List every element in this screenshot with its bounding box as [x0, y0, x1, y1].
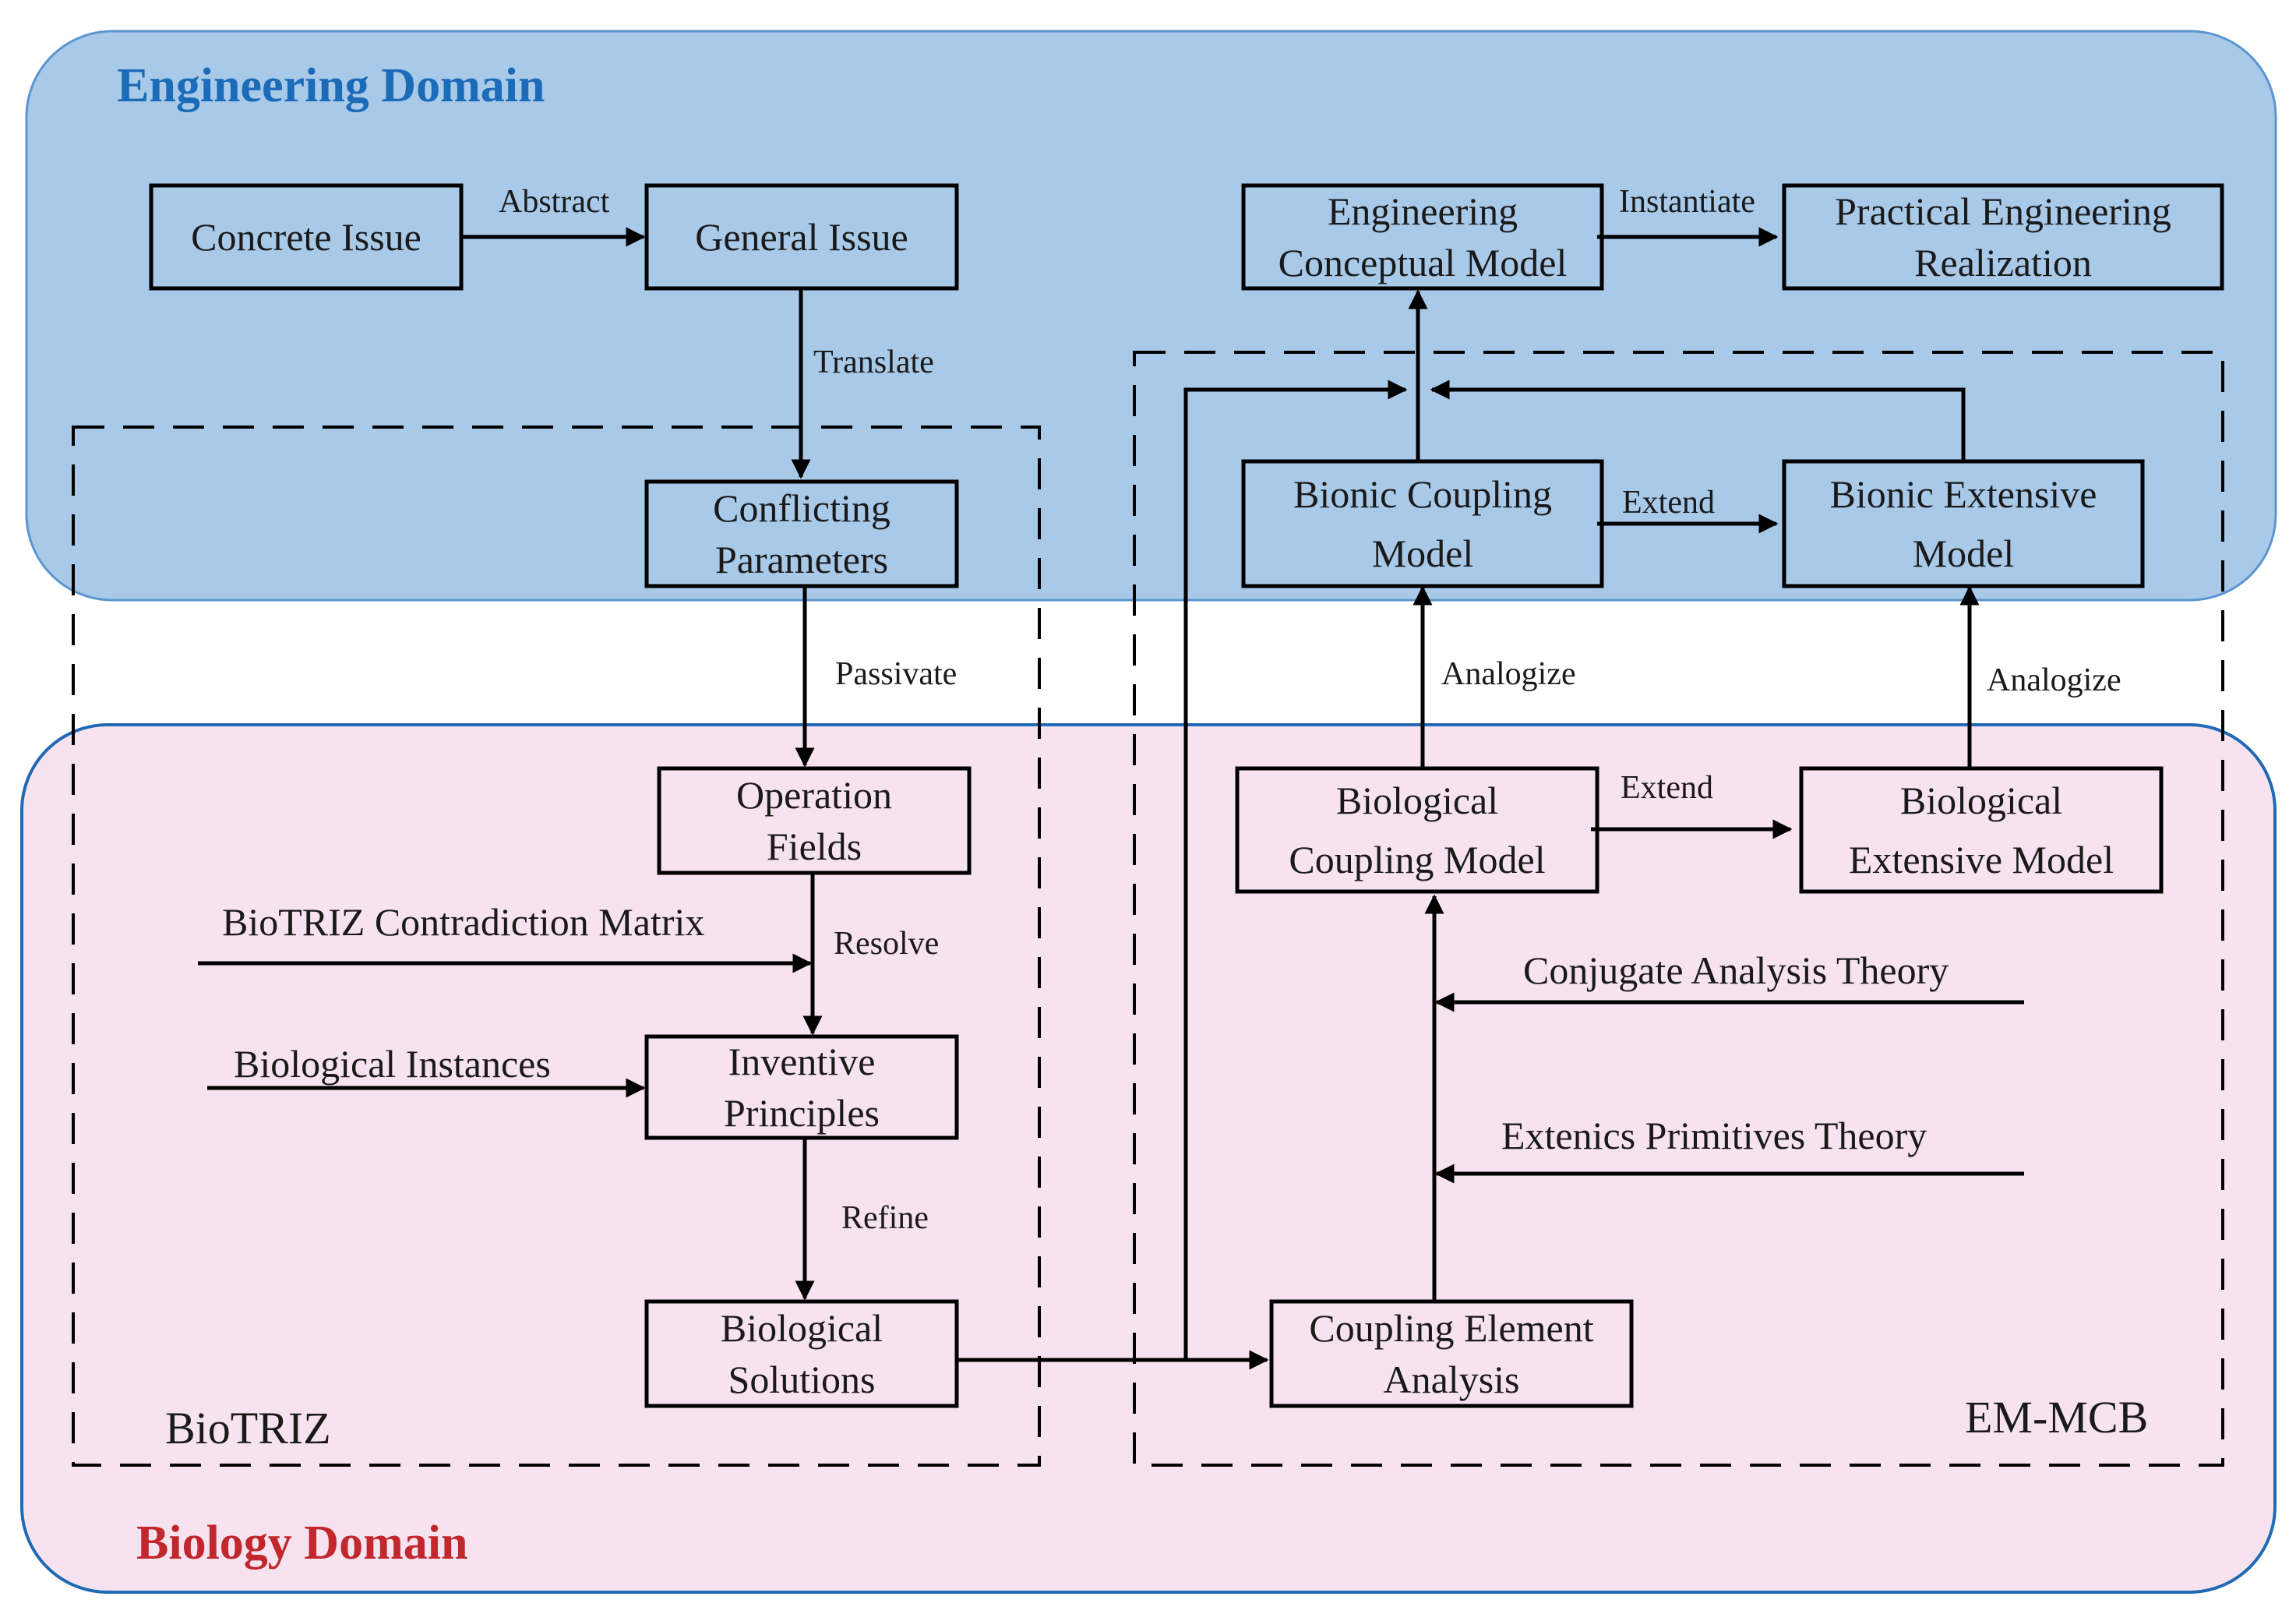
- node-label-line: Inventive: [728, 1040, 876, 1083]
- node-box: [1235, 766, 1599, 894]
- label-analogize-right: Analogize: [1987, 662, 2121, 698]
- edge-bionic-extensive-to-merge: [1430, 380, 1966, 461]
- node-box: [1782, 459, 2145, 588]
- emmcb-group-label: EM-MCB: [1965, 1392, 2148, 1443]
- node-box: [1241, 459, 1604, 588]
- label-resolve: Resolve: [834, 926, 939, 962]
- node-label-line: Principles: [724, 1091, 880, 1135]
- engineering-domain-region: [25, 30, 2277, 602]
- node-label-line: Model: [1372, 532, 1474, 575]
- node-box: [644, 1299, 959, 1408]
- node-label-line: Bionic Extensive: [1830, 472, 2097, 516]
- label-passivate: Passivate: [835, 656, 957, 692]
- input-biological-instances: Biological Instances: [234, 1042, 551, 1086]
- label-extend-bio: Extend: [1621, 770, 1713, 806]
- label-abstract: Abstract: [499, 184, 610, 220]
- input-contradiction-matrix: BioTRIZ Contradiction Matrix: [222, 900, 704, 944]
- nodes: Concrete Issue General IssueConflictingPa…: [149, 183, 2224, 1408]
- node-label-line: Biological: [1900, 779, 2062, 822]
- node-concrete-issue: Concrete Issue: [149, 183, 464, 291]
- node-label-line: Biological: [721, 1306, 883, 1350]
- node-box: [644, 479, 959, 588]
- label-extend-bionic: Extend: [1622, 485, 1715, 521]
- node-label-line: Bionic Coupling: [1293, 472, 1552, 516]
- node-label-line: General Issue: [695, 215, 908, 259]
- node-label-line: Parameters: [715, 538, 888, 581]
- edge-labels: Abstract Translate Passivate Resolve Ref…: [499, 184, 2121, 1236]
- emmcb-group: [1133, 351, 2224, 1467]
- input-extenics-primitives: Extenics Primitives Theory: [1501, 1114, 1927, 1157]
- node-label-line: Operation: [736, 773, 892, 817]
- node-box: [1799, 766, 2164, 894]
- node-box: [1782, 183, 2224, 291]
- connectors: [198, 227, 2024, 1370]
- node-label-line: Conceptual Model: [1278, 241, 1568, 284]
- node-box: [149, 183, 464, 291]
- label-refine: Refine: [841, 1200, 929, 1236]
- node-label-line: Realization: [1914, 241, 2092, 284]
- node-label-line: Concrete Issue: [191, 215, 421, 259]
- node-label-line: Solutions: [728, 1358, 876, 1401]
- node-label-line: Practical Engineering: [1835, 189, 2171, 233]
- node-label-line: Fields: [767, 825, 862, 868]
- node-label-line: Biological: [1336, 779, 1498, 822]
- node-label-line: Engineering: [1328, 189, 1518, 233]
- engineering-domain-title: Engineering Domain: [117, 59, 545, 112]
- node-label-line: Conflicting: [713, 486, 891, 530]
- node-box: [1241, 183, 1604, 291]
- node-label-line: Coupling Model: [1289, 838, 1545, 881]
- node-label-line: Analysis: [1384, 1358, 1520, 1401]
- label-instantiate: Instantiate: [1619, 184, 1755, 220]
- biotriz-group-label: BioTRIZ: [165, 1403, 331, 1453]
- input-conjugate-analysis: Conjugate Analysis Theory: [1523, 948, 1949, 992]
- node-general-issue: General Issue: [644, 183, 959, 291]
- label-analogize-left: Analogize: [1441, 656, 1576, 692]
- biology-domain-region: [20, 723, 2277, 1594]
- node-box: [644, 1034, 959, 1140]
- node-box: [1269, 1299, 1634, 1408]
- input-labels: BioTRIZ Contradiction Matrix Biological …: [222, 900, 1949, 1157]
- label-translate: Translate: [813, 344, 934, 380]
- edge-solutions-to-merge: [1183, 380, 1408, 1360]
- node-box: [657, 766, 972, 875]
- node-label-line: Extensive Model: [1849, 838, 2114, 881]
- node-label-line: Coupling Element: [1309, 1306, 1593, 1350]
- node-box: [644, 183, 959, 291]
- biology-domain-title: Biology Domain: [136, 1517, 467, 1570]
- node-label-line: Model: [1913, 532, 2015, 575]
